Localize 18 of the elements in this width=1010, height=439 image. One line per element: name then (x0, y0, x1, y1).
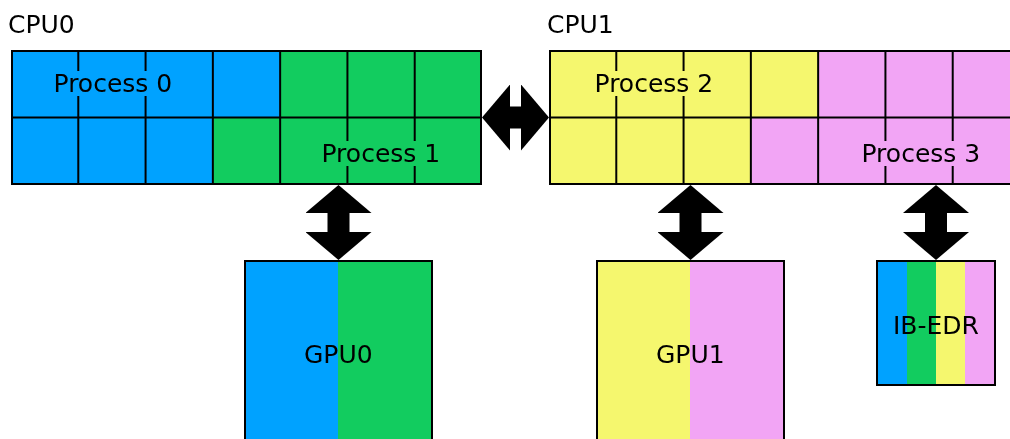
process-region (212, 50, 482, 185)
device-box (596, 260, 785, 439)
device-label: IB-EDR (893, 312, 979, 338)
cpu-label: CPU0 (8, 12, 75, 37)
double-arrow (903, 185, 969, 260)
process-region (750, 50, 1010, 185)
process-label: Process 0 (53, 70, 173, 96)
cpu-label: CPU1 (547, 12, 614, 37)
device-box (244, 260, 433, 439)
device-label: GPU0 (304, 341, 373, 367)
device-label: GPU1 (656, 341, 725, 367)
double-arrow (305, 185, 372, 260)
device-box (876, 260, 996, 386)
process-label: Process 2 (594, 70, 714, 96)
double-arrow (482, 84, 549, 151)
double-arrow (657, 185, 724, 260)
process-label: Process 3 (861, 140, 981, 166)
process-label: Process 1 (321, 140, 441, 166)
